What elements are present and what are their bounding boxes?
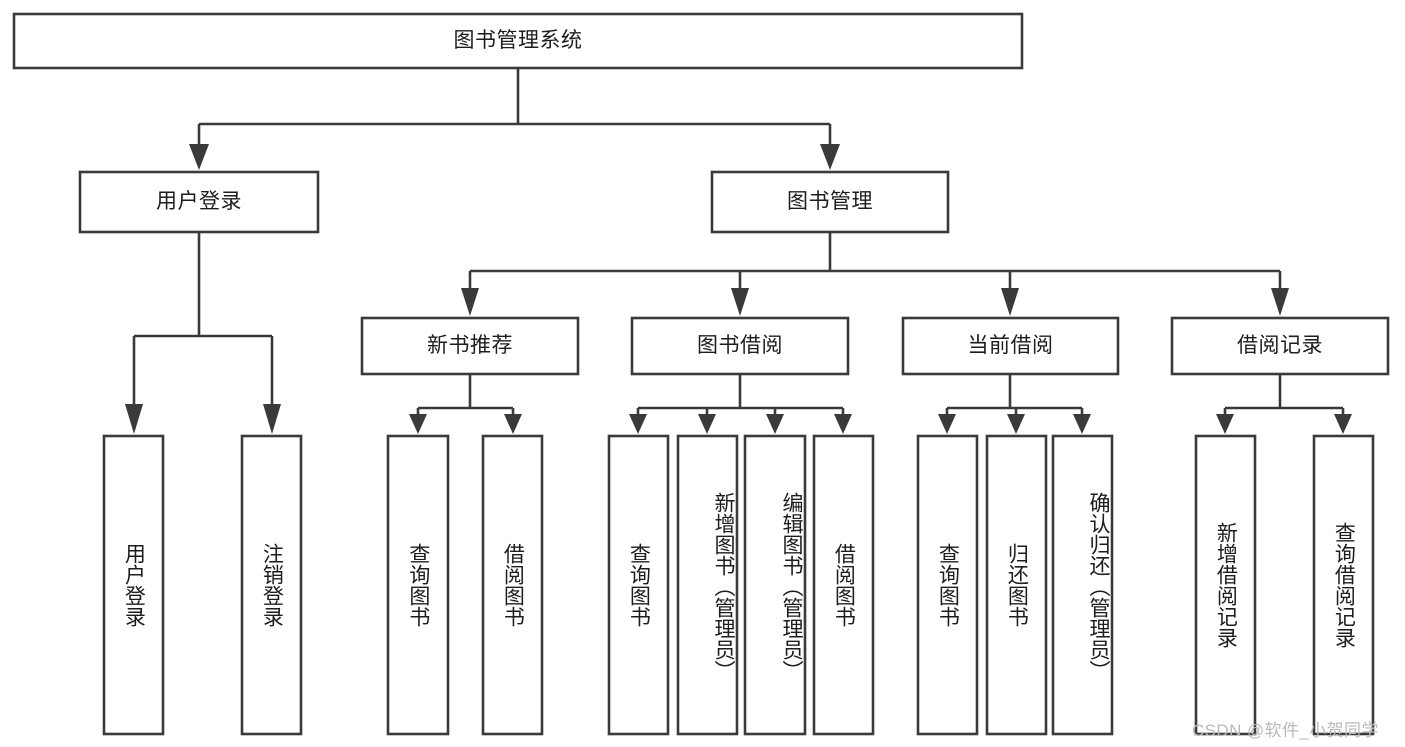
arrow-head-leaf-borrow-book-1 xyxy=(504,414,522,434)
node-box-book-borrow[interactable] xyxy=(630,316,850,376)
node-box-root[interactable] xyxy=(12,12,1024,70)
arrow-head-leaf-add-book xyxy=(698,414,716,434)
node-box-leaf-query-book-2[interactable] xyxy=(607,434,670,736)
arrow-head-leaf-query-book-1 xyxy=(409,414,427,434)
arrow-head-leaf-borrow-book-2 xyxy=(834,414,852,434)
node-box-leaf-query-book-1[interactable] xyxy=(386,434,450,736)
node-box-borrow-records[interactable] xyxy=(1170,316,1390,376)
arrow-head-new-book-recommend xyxy=(461,288,479,316)
arrow-head-leaf-return-book xyxy=(1007,414,1025,434)
arrow-head-current-borrow xyxy=(1001,288,1019,316)
csdn-watermark: CSDN @软件_小贺同学 xyxy=(1192,721,1379,740)
arrow-head-book-borrow xyxy=(731,288,749,316)
node-box-current-borrow[interactable] xyxy=(901,316,1120,376)
arrow-head-leaf-query-book-3 xyxy=(938,414,956,434)
arrow-head-borrow-records xyxy=(1271,288,1289,316)
node-box-new-book-recommend[interactable] xyxy=(360,316,580,376)
arrow-head-leaf-user-login xyxy=(125,404,143,434)
connector-current-borrow-to-leaves xyxy=(938,374,1091,434)
arrow-head-leaf-logout xyxy=(263,404,281,434)
node-box-leaf-add-book[interactable] xyxy=(676,434,739,736)
node-box-leaf-confirm-return[interactable] xyxy=(1051,434,1114,736)
node-box-leaf-add-record[interactable] xyxy=(1194,434,1257,736)
arrow-head-leaf-confirm-return xyxy=(1073,414,1091,434)
arrow-head-leaf-edit-book xyxy=(766,414,784,434)
connector-root-to-level2 xyxy=(189,68,840,170)
arrow-head-user-login xyxy=(189,144,209,170)
arrow-head-leaf-query-book-2 xyxy=(629,414,647,434)
connector-new-book-recommend-to-leaves xyxy=(409,374,522,434)
connector-book-management-to-level3 xyxy=(461,232,1289,316)
node-box-leaf-borrow-book-1[interactable] xyxy=(481,434,544,736)
node-box-leaf-user-login[interactable] xyxy=(102,434,165,736)
arrow-head-leaf-query-record xyxy=(1334,414,1352,434)
node-box-leaf-return-book[interactable] xyxy=(985,434,1048,736)
node-box-leaf-borrow-book-2[interactable] xyxy=(812,434,875,736)
arrow-head-book-management xyxy=(820,144,840,170)
node-box-leaf-query-record[interactable] xyxy=(1312,434,1375,736)
connector-borrow-records-to-leaves xyxy=(1216,374,1352,434)
connector-user-login-to-leaves xyxy=(125,232,281,434)
node-box-book-management[interactable] xyxy=(710,170,950,234)
node-box-leaf-edit-book[interactable] xyxy=(743,434,807,736)
node-box-leaf-logout[interactable] xyxy=(240,434,303,736)
node-box-leaf-query-book-3[interactable] xyxy=(916,434,979,736)
arrow-head-leaf-add-record xyxy=(1216,414,1234,434)
connector-book-borrow-to-leaves xyxy=(629,374,852,434)
node-box-user-login[interactable] xyxy=(78,170,320,234)
